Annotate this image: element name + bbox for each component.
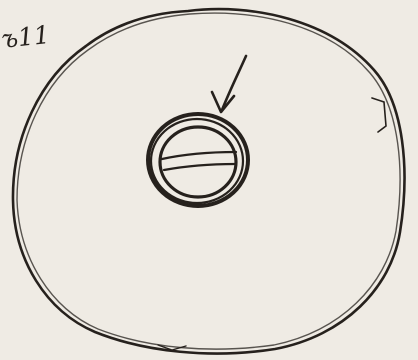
outer-circle	[13, 9, 404, 353]
pointer-arrow-head	[212, 92, 234, 112]
outer-edge-mark	[372, 98, 386, 132]
pointer-arrow-shaft	[222, 56, 246, 110]
inner-ring-retrace	[151, 119, 243, 203]
inner-band-bottom	[164, 164, 235, 170]
inner-ring-inner	[160, 127, 236, 197]
outer-circle-retrace	[17, 13, 400, 349]
inner-band-top	[162, 152, 236, 159]
